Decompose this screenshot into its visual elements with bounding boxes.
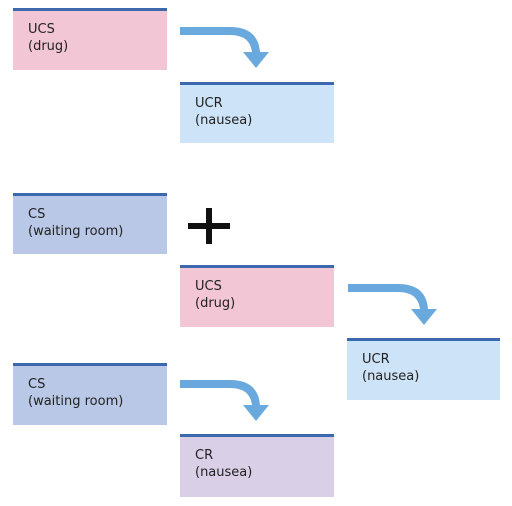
cr-detail: (nausea) [195,465,253,480]
ucs-box-stage2: UCS (drug) [180,265,334,327]
cs-detail: (waiting room) [28,224,124,239]
plus-icon [188,208,230,244]
arrow-ucs-to-ucr-stage2-icon [348,284,437,325]
cs-box-stage2: CS (waiting room) [13,193,167,254]
ucr-term: UCR [362,352,390,367]
cs-term: CS [28,377,46,392]
cr-box-stage3: CR (nausea) [180,434,334,497]
ucs-detail: (drug) [28,39,69,54]
ucs-box-stage1: UCS (drug) [13,8,167,70]
ucr-box-stage1: UCR (nausea) [180,82,334,143]
cr-term: CR [195,448,214,463]
ucr-detail: (nausea) [195,113,253,128]
cs-box-stage3: CS (waiting room) [13,363,167,425]
ucr-detail: (nausea) [362,369,420,384]
ucr-box-stage2: UCR (nausea) [347,338,500,400]
ucs-term: UCS [195,279,222,294]
ucs-detail: (drug) [195,296,236,311]
arrow-ucs-to-ucr-stage1-icon [180,27,269,68]
cs-term: CS [28,207,46,222]
cs-detail: (waiting room) [28,394,124,409]
ucs-term: UCS [28,22,55,37]
ucr-term: UCR [195,96,223,111]
arrow-cs-to-cr-stage3-icon [180,380,269,421]
